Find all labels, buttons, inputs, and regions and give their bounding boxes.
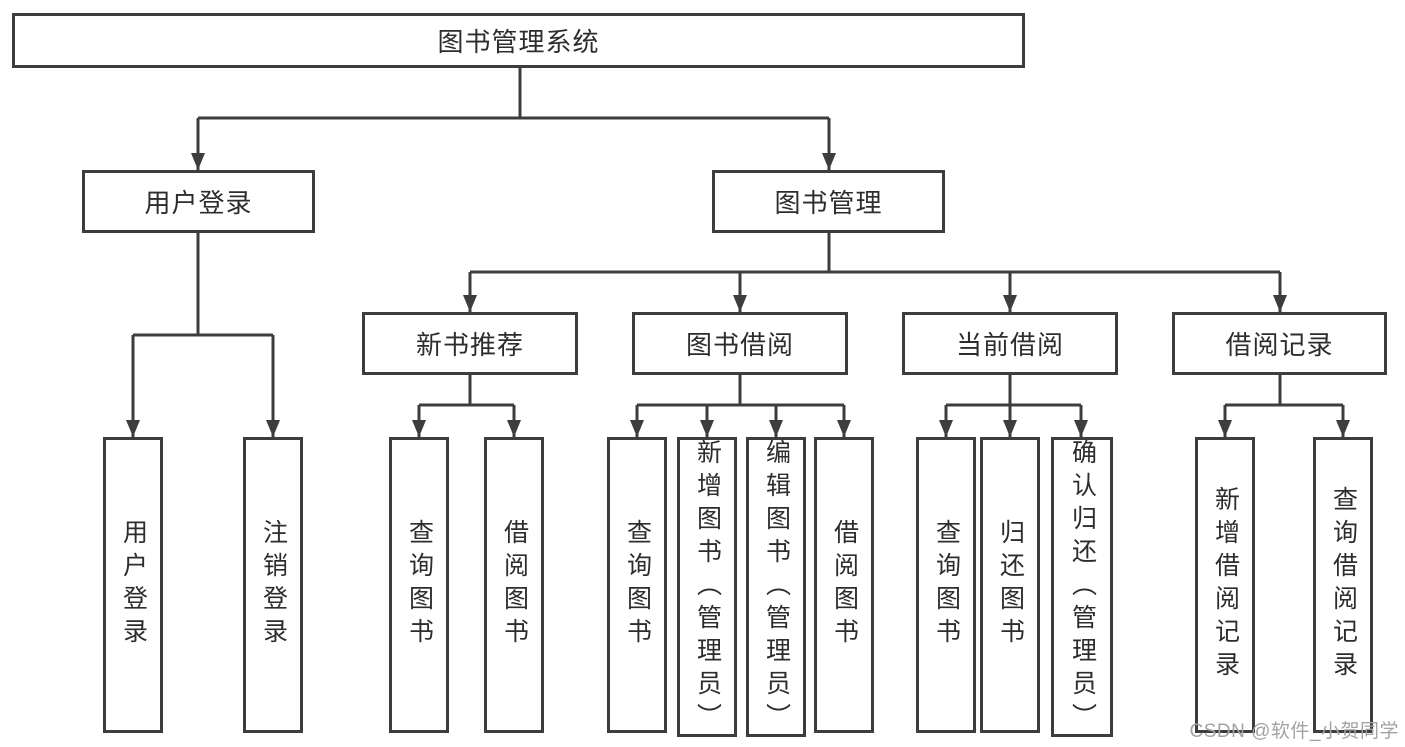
node-user-login: 用户登录 [82,170,315,233]
leaf-borrow-books-label: 借阅图书 [830,519,859,651]
node-borrow-record: 借阅记录 [1172,312,1387,375]
node-new-book-recommend: 新书推荐 [362,312,578,375]
leaf-borrow-books-recommend: 借阅图书 [484,437,544,733]
leaf-user-login-label: 用户登录 [119,519,148,651]
node-book-management: 图书管理 [712,170,945,233]
leaf-add-books-admin-label: 新增图书（管理员） [693,438,722,736]
node-current-borrow-label: 当前借阅 [955,330,1064,360]
node-book-borrow: 图书借阅 [632,312,848,375]
node-new-book-recommend-label: 新书推荐 [415,330,524,360]
leaf-query-books-recommend-label: 查询图书 [405,519,434,651]
csdn-watermark: CSDN @软件_小贺同学 [1189,721,1399,742]
node-book-borrow-label: 图书借阅 [685,330,794,360]
leaf-edit-books-admin-label: 编辑图书（管理员） [762,438,791,736]
node-book-management-label: 图书管理 [774,188,883,218]
node-root-label: 图书管理系统 [437,27,600,57]
leaf-query-books-borrow: 查询图书 [607,437,667,733]
leaf-return-books-label: 归还图书 [996,519,1025,651]
node-root-library-system: 图书管理系统 [12,13,1025,68]
leaf-add-borrow-record: 新增借阅记录 [1195,437,1255,733]
leaf-query-books-recommend: 查询图书 [389,437,449,733]
leaf-query-books-current-label: 查询图书 [932,519,961,651]
leaf-query-books-current: 查询图书 [916,437,976,733]
leaf-query-books-borrow-label: 查询图书 [623,519,652,651]
leaf-borrow-books: 借阅图书 [814,437,874,733]
leaf-confirm-return-admin-label: 确认归还（管理员） [1068,438,1097,736]
node-borrow-record-label: 借阅记录 [1225,330,1334,360]
leaf-edit-books-admin: 编辑图书（管理员） [746,437,806,737]
leaf-add-books-admin: 新增图书（管理员） [677,437,737,737]
leaf-user-login: 用户登录 [103,437,163,733]
node-user-login-label: 用户登录 [144,188,253,218]
leaf-confirm-return-admin: 确认归还（管理员） [1051,437,1113,737]
leaf-add-borrow-record-label: 新增借阅记录 [1211,486,1240,684]
node-current-borrow: 当前借阅 [902,312,1118,375]
leaf-query-borrow-record: 查询借阅记录 [1313,437,1373,733]
leaf-logout-label: 注销登录 [259,519,288,651]
leaf-query-borrow-record-label: 查询借阅记录 [1329,486,1358,684]
leaf-logout: 注销登录 [243,437,303,733]
leaf-borrow-books-recommend-label: 借阅图书 [500,519,529,651]
leaf-return-books: 归还图书 [980,437,1040,733]
